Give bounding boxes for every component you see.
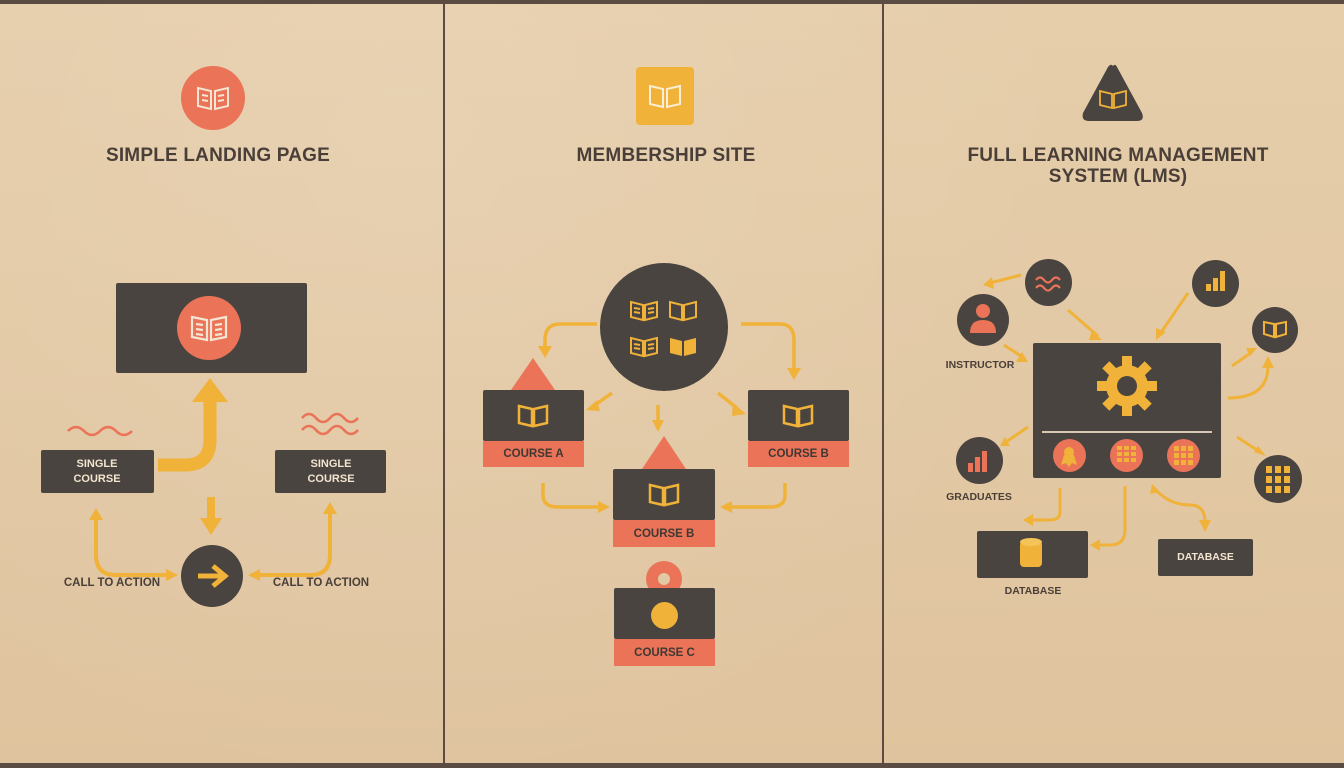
single-course-box-right: SINGLE COURSE [275, 450, 386, 493]
wave-icon [301, 412, 359, 436]
panel-divider-2 [882, 4, 884, 763]
course-b-strip-right: COURSE B [748, 441, 849, 467]
wave-icon [67, 425, 133, 437]
book-icon [782, 404, 814, 428]
book-icon [630, 300, 697, 358]
flow-arrows [983, 273, 1274, 551]
book-icon [190, 315, 228, 342]
grid-icon [1117, 446, 1136, 462]
top-border [0, 0, 1344, 4]
course-c-dot-icon [651, 602, 678, 629]
book-icon [648, 483, 680, 507]
bar-chart-icon [968, 451, 987, 472]
calendar-icon [1174, 446, 1193, 465]
panel-title: SIMPLE LANDING PAGE [105, 145, 331, 166]
flow-arrows [89, 378, 337, 581]
bar-chart-icon [1206, 271, 1225, 291]
course-a-label: COURSE A [503, 448, 564, 460]
book-icon [197, 86, 229, 111]
database-icon [1020, 538, 1042, 567]
triangle-icon [642, 436, 686, 469]
dashboard-divider [1042, 431, 1212, 433]
book-icon-badge [177, 296, 241, 360]
database-box-right: DATABASE [1158, 539, 1253, 576]
user-icon [970, 304, 996, 333]
single-course-box-left: SINGLE COURSE [41, 450, 154, 493]
book-icon [1082, 64, 1143, 121]
award-icon [1061, 447, 1077, 467]
panel-title-line-2: SYSTEM (LMS) [1048, 166, 1188, 187]
course-library-hub [600, 263, 728, 391]
bottom-border [0, 763, 1344, 768]
gear-icon [1097, 356, 1157, 416]
grid-icon [1266, 466, 1290, 493]
course-a-strip: COURSE A [483, 441, 584, 467]
course-c-label: COURSE C [634, 646, 695, 659]
course-c-badge-center [658, 573, 670, 585]
arrow-right-icon [198, 564, 229, 588]
book-icon [649, 84, 681, 109]
graduates-label: GRADUATES [946, 491, 1012, 503]
call-to-action-label: CALL TO ACTION [63, 577, 161, 589]
database-label: DATABASE [1177, 551, 1234, 563]
single-course-label: SINGLE COURSE [307, 458, 355, 485]
flow-arrows [538, 322, 801, 513]
course-b-strip-center: COURSE B [613, 520, 715, 547]
call-to-action-label: CALL TO ACTION [272, 577, 370, 589]
wave-icon [1035, 276, 1061, 292]
book-icon [517, 404, 549, 428]
header-book-icon-badge [636, 67, 694, 125]
panel-divider-1 [443, 4, 445, 763]
course-b-label: COURSE B [768, 448, 829, 460]
course-c-strip: COURSE C [614, 639, 715, 666]
header-book-icon-badge [181, 66, 245, 130]
course-b-label: COURSE B [633, 527, 695, 540]
triangle-icon [511, 358, 555, 390]
panel-title: MEMBERSHIP SITE [576, 145, 756, 166]
instructor-label: INSTRUCTOR [945, 359, 1015, 371]
book-icon [1263, 320, 1287, 339]
panel-title-line-1: FULL LEARNING MANAGEMENT [967, 145, 1269, 166]
database-label: DATABASE [1004, 585, 1062, 597]
single-course-label: SINGLE COURSE [73, 458, 121, 485]
